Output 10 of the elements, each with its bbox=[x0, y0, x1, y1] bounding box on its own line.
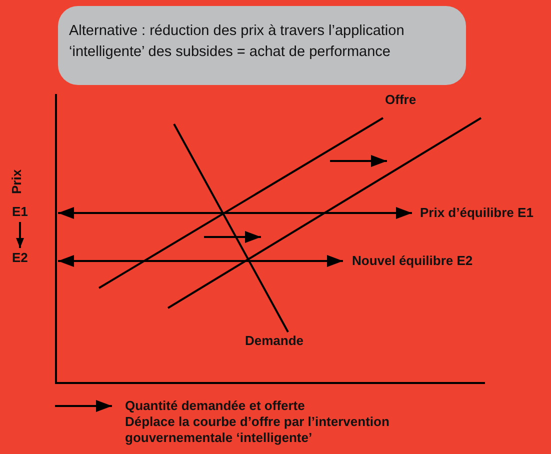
axis-label: E2 bbox=[12, 250, 28, 266]
curve-label: Offre bbox=[385, 92, 416, 108]
line-label: Prix d’équilibre E1 bbox=[420, 205, 534, 221]
note-text: Déplace la courbe d’offre par l’intervention gouvernementale ‘intelligente’ bbox=[125, 414, 390, 446]
axis-label: E1 bbox=[12, 204, 28, 220]
axis-label: Prix bbox=[9, 169, 25, 194]
curve-label: Demande bbox=[245, 333, 304, 349]
note-box: Alternative : réduction des prix à travers l’application ‘intelligente’ des subsides = achat de performance bbox=[58, 6, 466, 85]
legend-text: Quantité demandée et offerte bbox=[125, 398, 305, 414]
line-label: Nouvel équilibre E2 bbox=[352, 253, 473, 269]
